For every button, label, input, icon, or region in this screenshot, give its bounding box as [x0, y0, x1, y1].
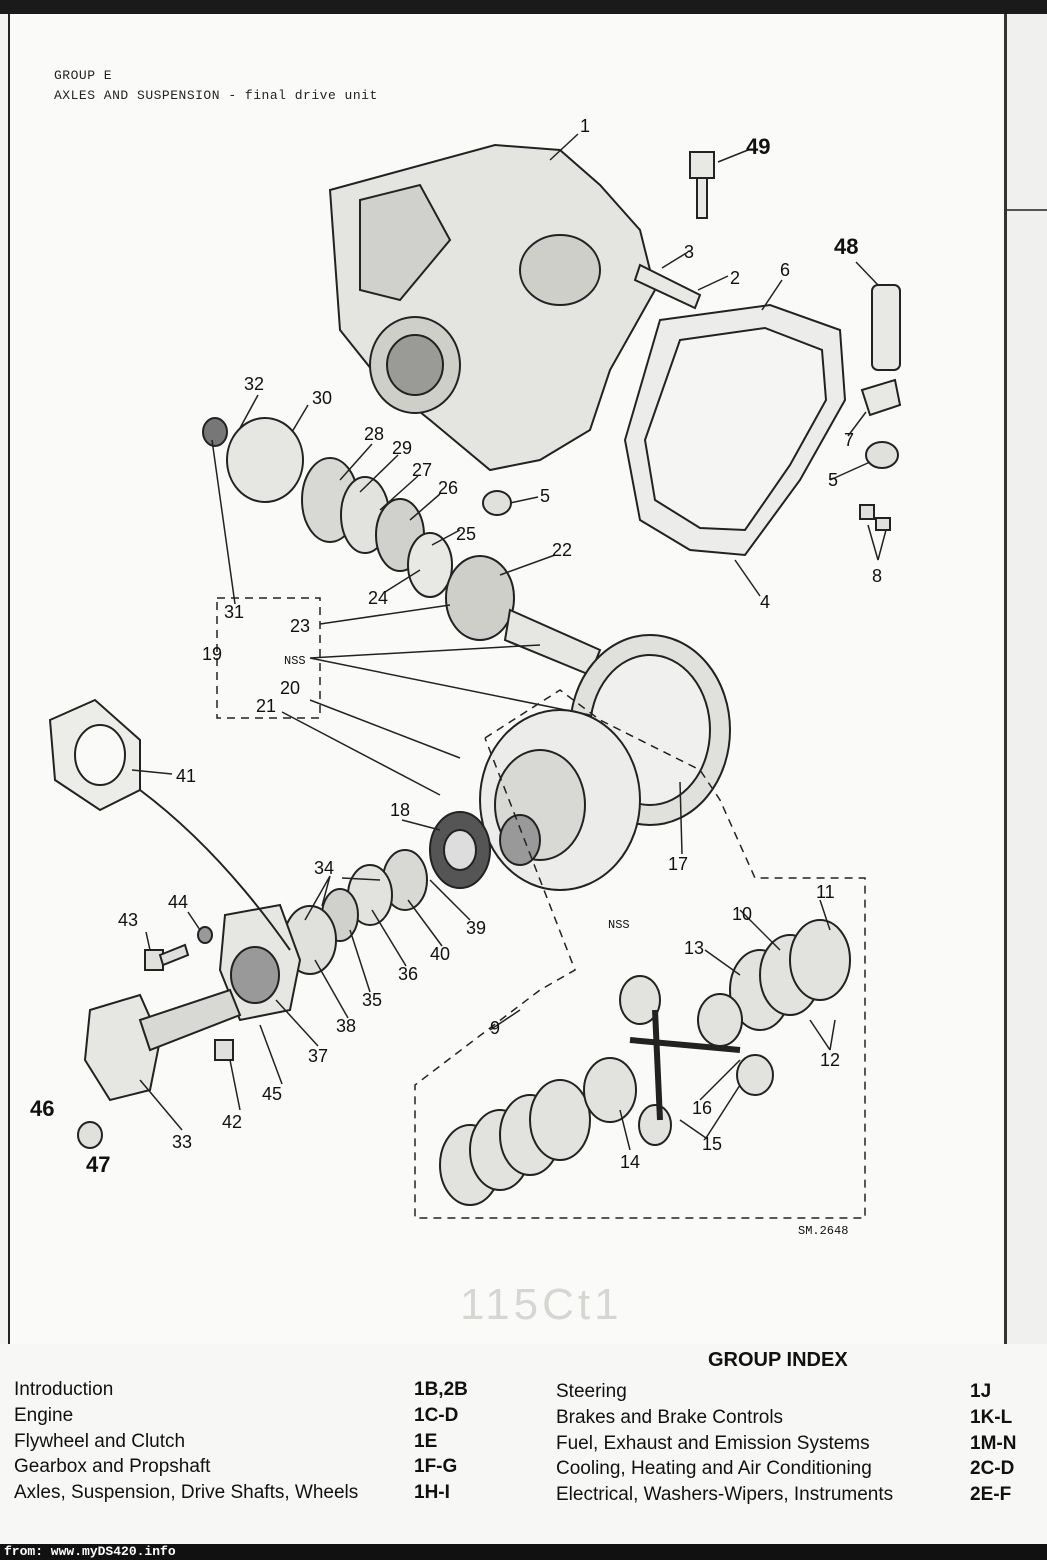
part-label: 24 — [368, 588, 388, 608]
part-label: 3 — [684, 242, 694, 262]
index-entry-label[interactable]: Brakes and Brake Controls — [556, 1407, 784, 1428]
part-label: 8 — [872, 566, 882, 586]
part-label: 7 — [844, 430, 854, 450]
part-label: 40 — [430, 944, 450, 964]
index-entry-label[interactable]: Steering — [556, 1381, 627, 1402]
part-label: 19 — [202, 644, 222, 664]
part-label: 43 — [118, 910, 138, 930]
index-entry-code: 1B,2B — [414, 1379, 468, 1400]
part-label: 5 — [540, 486, 550, 506]
group-label: GROUP E — [54, 68, 113, 83]
footer-bar: from: www.myDS420.info — [0, 1544, 1047, 1560]
group-index-title: GROUP INDEX — [708, 1349, 848, 1371]
index-entry-code: 2E-F — [970, 1484, 1012, 1505]
part-label: 6 — [780, 260, 790, 280]
part-label: 49 — [746, 134, 770, 159]
index-entry-label[interactable]: Fuel, Exhaust and Emission Systems — [556, 1433, 870, 1454]
index-entry-code: 1J — [970, 1381, 992, 1402]
adjacent-page-strip — [1004, 14, 1047, 1344]
source-url[interactable]: from: www.myDS420.info — [4, 1544, 176, 1559]
part-label: 22 — [552, 540, 572, 560]
part-label: 1 — [580, 116, 590, 136]
part-label: 2 — [730, 268, 740, 288]
part-label: 34 — [314, 858, 334, 878]
part-label: 29 — [392, 438, 412, 458]
part-label: 27 — [412, 460, 432, 480]
part-label: 14 — [620, 1152, 640, 1172]
part-label: 45 — [262, 1084, 282, 1104]
part-label: 47 — [86, 1152, 110, 1177]
top-border — [0, 0, 1047, 14]
figure-reference: SM.2648 — [798, 1224, 848, 1238]
part-label: 11 — [816, 882, 835, 902]
part-label: 17 — [668, 854, 688, 874]
index-entry-label[interactable]: Cooling, Heating and Air Conditioning — [556, 1458, 872, 1479]
part-label: 16 — [692, 1098, 712, 1118]
part-label: 25 — [456, 524, 476, 544]
part-label: 30 — [312, 388, 332, 408]
index-entry-code: 1F-G — [414, 1456, 458, 1477]
index-entry-code: 1C-D — [414, 1405, 459, 1426]
part-label: 46 — [30, 1096, 54, 1121]
part-label: 26 — [438, 478, 458, 498]
index-entry-code: 2C-D — [970, 1458, 1015, 1479]
nss-label: NSS — [608, 918, 630, 932]
part-label: 35 — [362, 990, 382, 1010]
index-entry-code: 1E — [414, 1431, 438, 1452]
index-entry-label[interactable]: Flywheel and Clutch — [14, 1431, 186, 1452]
part-label: 28 — [364, 424, 384, 444]
part-label: 31 — [224, 602, 244, 622]
index-entry-code: 1K-L — [970, 1407, 1013, 1428]
part-label: 9 — [490, 1018, 500, 1038]
part-label: 39 — [466, 918, 486, 938]
part-label: 32 — [244, 374, 264, 394]
part-label: 44 — [168, 892, 188, 912]
part-label: 42 — [222, 1112, 242, 1132]
part-label: 21 — [256, 696, 276, 716]
index-entry-label[interactable]: Axles, Suspension, Drive Shafts, Wheels — [14, 1482, 359, 1503]
index-entry-code: 1M-N — [970, 1433, 1017, 1454]
part-label: 41 — [176, 766, 196, 786]
part-label: 13 — [684, 938, 704, 958]
part-label: 10 — [732, 904, 752, 924]
part-label: 12 — [820, 1050, 840, 1070]
part-label: 48 — [834, 234, 858, 259]
faint-handwritten-mark: 115Ct1 — [460, 1280, 623, 1329]
part-label: 20 — [280, 678, 300, 698]
part-label: 36 — [398, 964, 418, 984]
part-label: 15 — [702, 1134, 722, 1154]
exploded-diagram: 1 2 3 4 5 5 6 7 8 9 10 11 12 13 14 15 16… — [30, 116, 902, 1238]
index-entry-label[interactable]: Electrical, Washers-Wipers, Instruments — [556, 1484, 894, 1505]
index-entry-label[interactable]: Engine — [14, 1405, 74, 1426]
part-label: 4 — [760, 592, 770, 612]
part-label: 5 — [828, 470, 838, 490]
part-label: 33 — [172, 1132, 192, 1152]
page-title: AXLES AND SUSPENSION - final drive unit — [54, 88, 378, 103]
nss-label: NSS — [284, 654, 306, 668]
part-label: 18 — [390, 800, 410, 820]
part-label: 23 — [290, 616, 310, 636]
index-entry-code: 1H-I — [414, 1482, 450, 1503]
index-entry-label[interactable]: Gearbox and Propshaft — [14, 1456, 211, 1477]
index-entry-label[interactable]: Introduction — [14, 1379, 114, 1400]
group-index-panel — [0, 1344, 1047, 1544]
part-label: 38 — [336, 1016, 356, 1036]
part-label: 37 — [308, 1046, 328, 1066]
